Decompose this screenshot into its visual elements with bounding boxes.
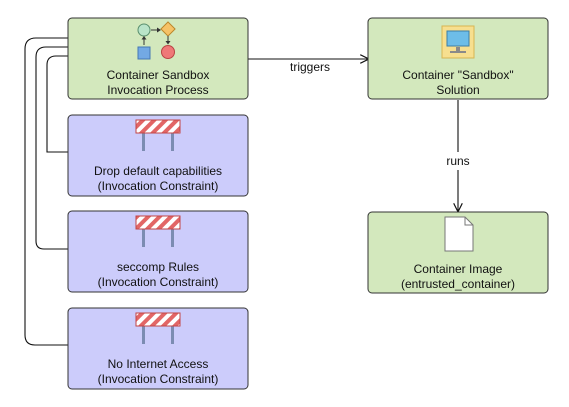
barrier-icon [135, 119, 181, 151]
node-constraint-network-title: No Internet Access [108, 357, 209, 371]
node-constraint-network-subtitle: (Invocation Constraint) [98, 372, 219, 386]
barrier-icon [135, 215, 181, 247]
node-sandbox-solution-title: Container "Sandbox" [402, 68, 513, 82]
node-constraint-capabilities[interactable]: Drop default capabilities (Invocation Co… [67, 114, 249, 197]
node-constraint-network[interactable]: No Internet Access (Invocation Constrain… [67, 307, 249, 390]
edge-label-runs: runs [446, 154, 469, 168]
document-icon [444, 216, 474, 252]
edge-runs: runs [440, 100, 476, 211]
node-constraint-seccomp-title: seccomp Rules [117, 260, 199, 274]
node-container-image-subtitle: (entrusted_container) [401, 277, 515, 291]
connector-caps [46, 55, 69, 153]
node-constraint-seccomp[interactable]: seccomp Rules (Invocation Constraint) [67, 210, 249, 293]
connector-seccomp [35, 46, 69, 250]
node-invocation-process-subtitle: Invocation Process [107, 83, 208, 97]
monitor-icon [441, 25, 475, 59]
constraint-connectors [24, 37, 69, 346]
edge-triggers: triggers [248, 59, 368, 74]
edge-label-triggers: triggers [290, 60, 330, 74]
node-container-image[interactable]: Container Image (entrusted_container) [367, 211, 549, 294]
node-constraint-capabilities-title: Drop default capabilities [94, 164, 222, 178]
connector-net [24, 37, 69, 346]
node-invocation-process[interactable]: Container Sandbox Invocation Process [67, 17, 249, 100]
node-constraint-seccomp-subtitle: (Invocation Constraint) [98, 275, 219, 289]
edge-label-backdrop [440, 152, 476, 170]
barrier-icon [135, 312, 181, 344]
node-constraint-capabilities-subtitle: (Invocation Constraint) [98, 179, 219, 193]
node-sandbox-solution-subtitle: Solution [436, 83, 479, 97]
node-container-image-title: Container Image [414, 262, 503, 276]
node-invocation-process-title: Container Sandbox [107, 68, 210, 82]
process-flow-icon [137, 21, 176, 60]
node-sandbox-solution[interactable]: Container "Sandbox" Solution [367, 17, 549, 100]
